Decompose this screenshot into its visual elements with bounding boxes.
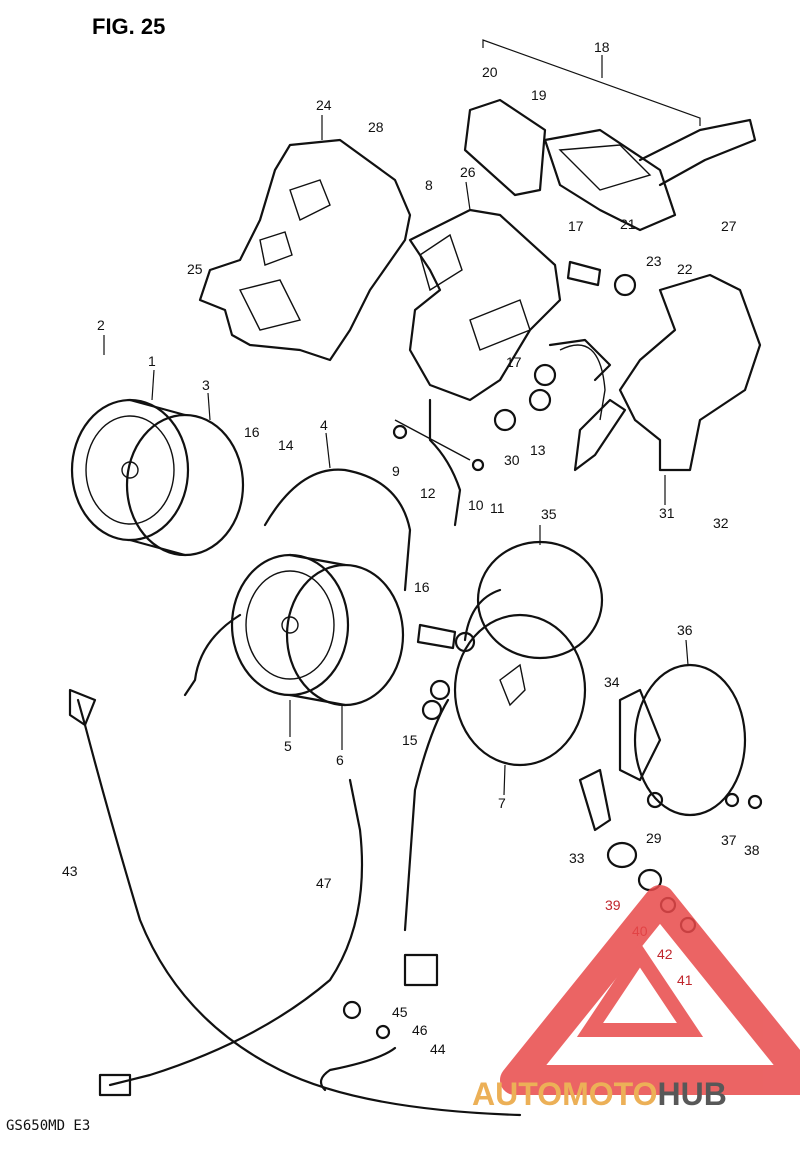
cable-43 (68, 688, 522, 1117)
label-31: 31 (659, 505, 675, 521)
label-47: 47 (316, 875, 332, 891)
label-45: 45 (392, 1004, 408, 1020)
label-16a: 16 (244, 424, 260, 440)
label-20: 20 (482, 64, 498, 80)
bulbs-15-16 (403, 623, 476, 987)
label-18: 18 (594, 39, 610, 55)
label-25: 25 (187, 261, 203, 277)
label-42: 42 (657, 946, 673, 962)
label-35: 35 (541, 506, 557, 522)
label-8: 8 (425, 177, 433, 193)
label-1: 1 (148, 353, 156, 369)
figure-title: FIG. 25 (92, 14, 165, 39)
label-13: 13 (530, 442, 546, 458)
label-46: 46 (412, 1022, 428, 1038)
label-15: 15 (402, 732, 418, 748)
label-32: 32 (713, 515, 729, 531)
watermark-text-hub: HUB (657, 1076, 726, 1112)
headlight-36-34 (578, 663, 747, 832)
label-11: 11 (490, 500, 505, 516)
meter-7-35-housing (453, 540, 604, 767)
leader-lines (103, 115, 689, 796)
bulb-17 (566, 260, 637, 297)
label-22: 22 (677, 261, 693, 277)
label-44: 44 (430, 1041, 446, 1057)
label-26: 26 (460, 164, 476, 180)
label-10: 10 (468, 497, 484, 513)
label-43: 43 (62, 863, 78, 879)
socket-13 (528, 338, 612, 421)
watermark-text-automoto: AUTOMOTO (472, 1076, 657, 1112)
label-17b: 17 (506, 354, 522, 370)
label-4: 4 (320, 417, 328, 433)
watermark-logo: AUTOMOTOHUB (472, 885, 800, 1112)
label-9: 9 (392, 463, 400, 479)
small-parts-9-12 (392, 398, 517, 527)
label-16b: 16 (414, 579, 430, 595)
label-12: 12 (420, 485, 436, 501)
label-27: 27 (721, 218, 737, 234)
indicator-housing-20-21 (463, 98, 757, 232)
label-39: 39 (605, 897, 621, 913)
label-2: 2 (97, 317, 105, 333)
model-code: GS650MD E3 (6, 1118, 90, 1134)
meter-cover-24-28 (198, 138, 412, 362)
label-41: 41 (677, 972, 693, 988)
label-28: 28 (368, 119, 384, 135)
label-36: 36 (677, 622, 693, 638)
label-38: 38 (744, 842, 760, 858)
label-37: 37 (721, 832, 737, 848)
bracket-26 (408, 208, 562, 402)
bolt-44-46 (319, 1000, 397, 1092)
part-labels: 1 2 3 4 5 6 7 8 9 10 11 12 13 14 15 16 1… (62, 64, 760, 1057)
label-30: 30 (504, 452, 520, 468)
label-23: 23 (646, 253, 662, 269)
label-24: 24 (316, 97, 332, 113)
label-3: 3 (202, 377, 210, 393)
label-19: 19 (531, 87, 547, 103)
cable-47 (98, 778, 364, 1097)
meter-5-6-tachometer (183, 553, 405, 707)
label-33: 33 (569, 850, 585, 866)
label-5: 5 (284, 738, 292, 754)
lower-bracket-31 (573, 273, 762, 472)
label-21: 21 (620, 216, 636, 232)
meter-1-speedometer (70, 398, 245, 557)
label-17a: 17 (568, 218, 584, 234)
group-bracket-18: 18 (482, 39, 701, 126)
label-14: 14 (278, 437, 294, 453)
label-7: 7 (498, 795, 506, 811)
label-6: 6 (336, 752, 344, 768)
svg-text:AUTOMOTOHUB: AUTOMOTOHUB (472, 1076, 727, 1112)
label-29: 29 (646, 830, 662, 846)
label-34: 34 (604, 674, 620, 690)
meter-4-cover (263, 468, 412, 592)
